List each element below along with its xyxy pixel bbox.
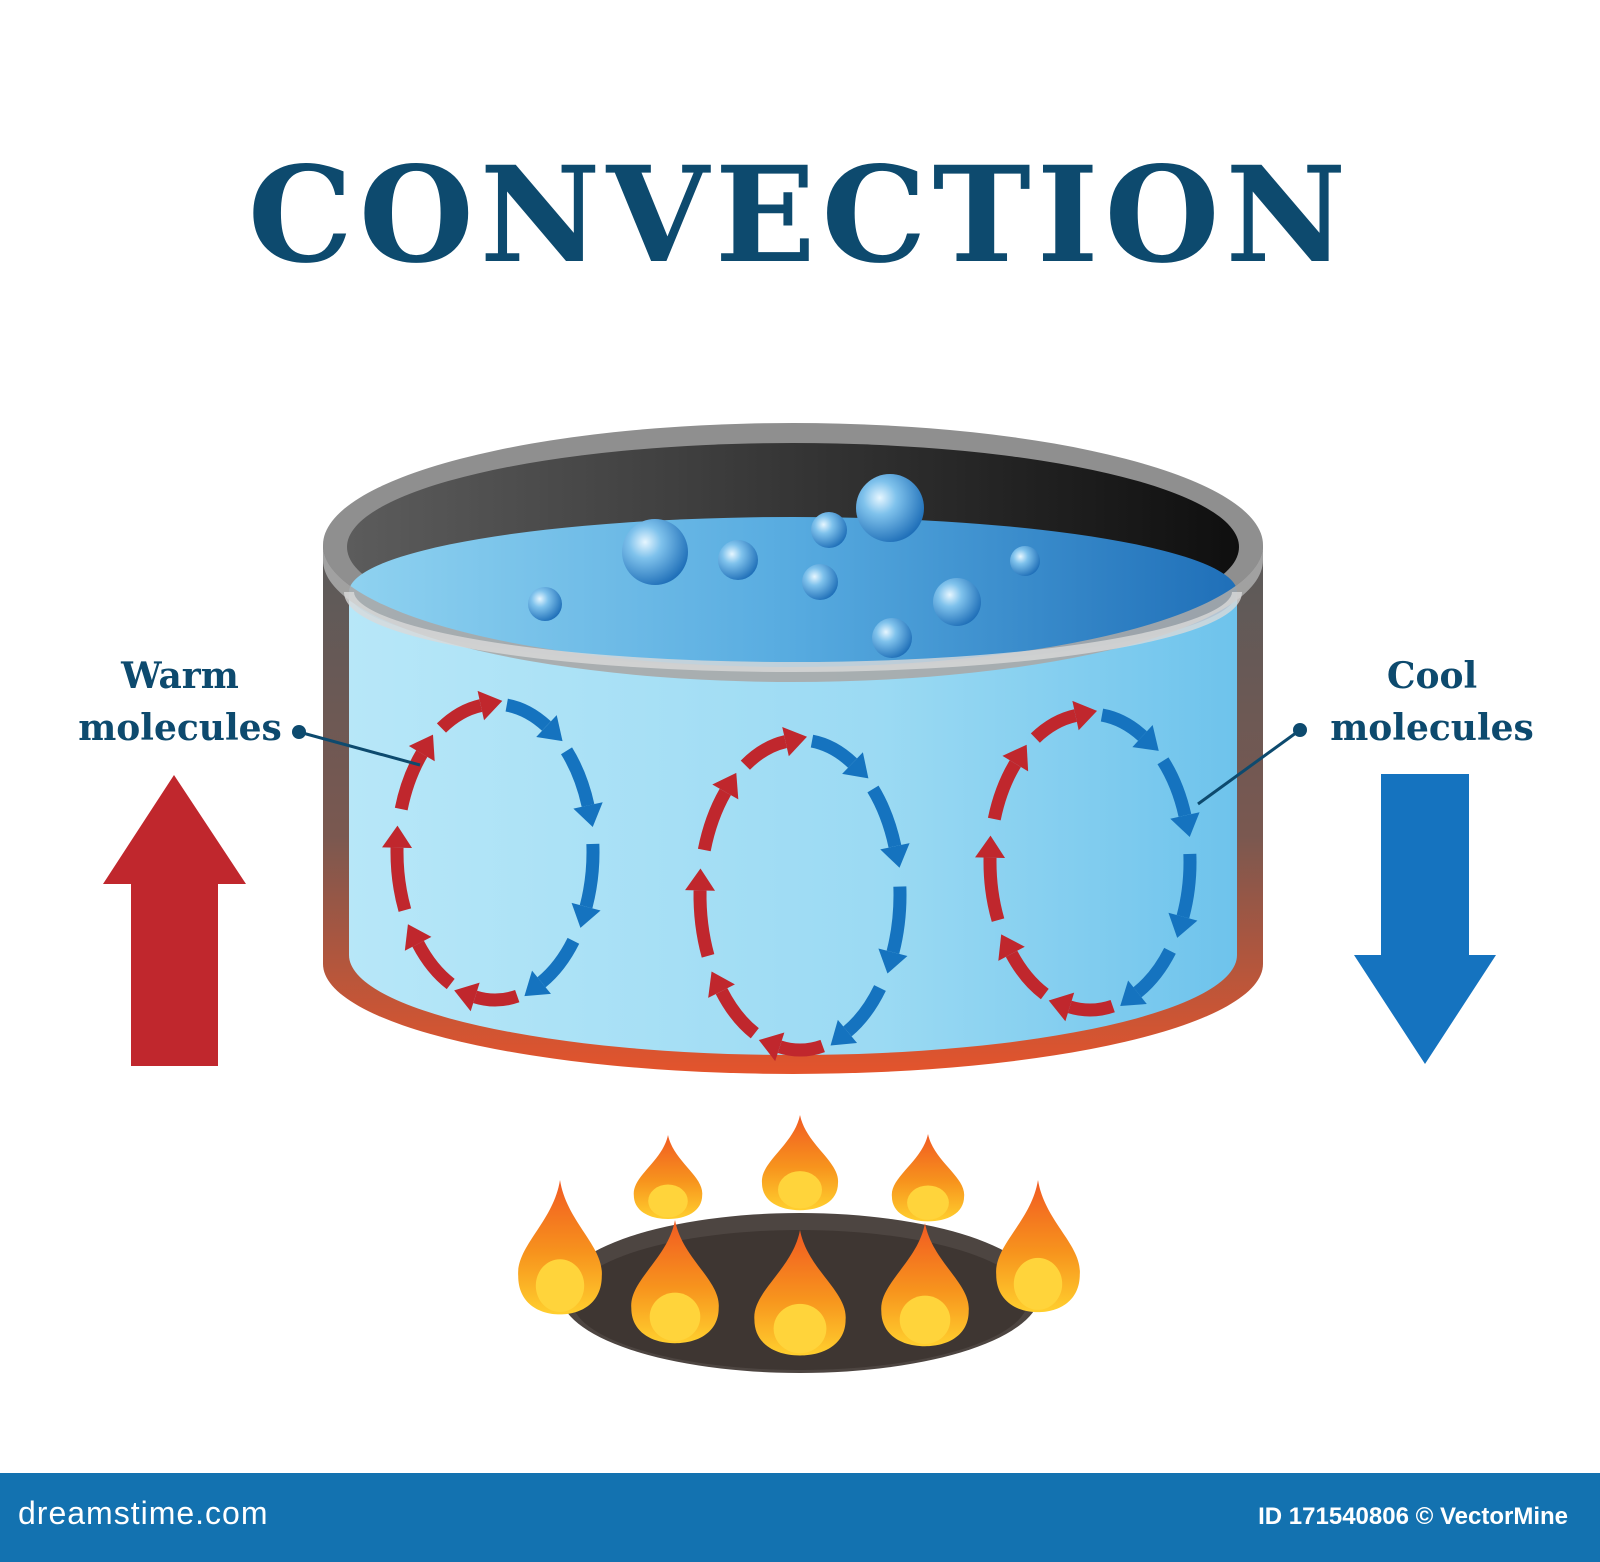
- bubble-icon: [1010, 546, 1040, 576]
- arrow-down-icon: [1354, 774, 1496, 1064]
- loop-segment: [777, 1039, 825, 1057]
- loop-segment: [412, 940, 455, 990]
- loop-arrowhead: [880, 843, 910, 868]
- footer-credit: ID 171540806 © VectorMine: [1258, 1503, 1568, 1530]
- loop-segment: [394, 750, 428, 811]
- warm-label-line1: Warm: [121, 655, 239, 697]
- loop-segment: [987, 760, 1021, 821]
- loop-arrowhead: [404, 924, 432, 951]
- loop-segment: [697, 788, 732, 852]
- loop-segment: [693, 890, 715, 958]
- loop-segment: [436, 699, 483, 733]
- pot: [323, 423, 1263, 1074]
- loop-arrowhead: [573, 802, 603, 827]
- bubble-icon: [811, 512, 847, 548]
- loop-arrowhead: [782, 726, 807, 757]
- flame-icon: [631, 1220, 719, 1344]
- loop-arrowhead: [524, 970, 551, 997]
- loop-arrowhead: [712, 772, 739, 800]
- loop-segment: [537, 937, 580, 988]
- loop-segment: [390, 847, 412, 912]
- footer-bar: dreamstime.com ID 171540806 © VectorMine: [0, 1473, 1600, 1562]
- loop-segment: [1005, 950, 1049, 1000]
- bubble-icon: [622, 519, 688, 585]
- footer-brand: dreamstime.com: [18, 1495, 269, 1531]
- bubble-icon: [933, 578, 981, 626]
- bubble-icon: [802, 564, 838, 600]
- flames: [518, 1115, 1080, 1356]
- loop-arrowhead: [1120, 980, 1147, 1006]
- loop-segment: [810, 734, 858, 768]
- warm-label-line2: molecules: [78, 707, 282, 750]
- loop-arrowhead: [1132, 724, 1159, 751]
- loop-arrowhead: [536, 715, 563, 742]
- loop-arrowhead: [830, 1019, 858, 1046]
- loop-arrowhead: [571, 902, 601, 928]
- loop-arrowhead: [878, 948, 908, 974]
- arrow-up-icon: [103, 775, 246, 1066]
- flame-icon: [881, 1223, 969, 1347]
- loop-arrowhead: [708, 971, 735, 998]
- loop-segment: [579, 843, 600, 909]
- bubble-icon: [528, 587, 562, 621]
- loop-segment: [715, 988, 759, 1039]
- convection-loop: [382, 690, 603, 1012]
- bubble-icon: [856, 474, 924, 542]
- flame-icon: [633, 1135, 703, 1219]
- loop-segment: [1157, 757, 1192, 817]
- loop-segment: [1030, 709, 1078, 743]
- loop-arrowhead: [685, 868, 716, 891]
- loop-segment: [1067, 999, 1115, 1017]
- water-side: [349, 592, 1237, 1055]
- warm-pointer-line: [298, 730, 421, 767]
- flame-icon: [891, 1134, 965, 1222]
- loop-arrowhead: [1002, 744, 1029, 772]
- loop-segment: [1176, 853, 1197, 919]
- loop-segment: [473, 989, 520, 1007]
- loop-segment: [505, 698, 551, 731]
- warm-molecules-label: Warm molecules: [60, 650, 300, 754]
- loop-arrowhead: [477, 690, 503, 721]
- loop-segment: [843, 985, 886, 1037]
- flame-icon: [518, 1180, 602, 1315]
- loop-arrowhead: [454, 982, 480, 1012]
- loop-arrowhead: [382, 825, 413, 848]
- loop-arrowhead: [1072, 700, 1098, 731]
- label-pointers: [292, 723, 1307, 806]
- loop-arrowhead: [1048, 992, 1075, 1022]
- loop-segment: [1133, 947, 1176, 998]
- bubble-icon: [872, 618, 912, 658]
- flame-icon: [754, 1230, 846, 1356]
- cool-label-line1: Cool: [1386, 655, 1478, 697]
- convection-loop: [685, 726, 910, 1062]
- convection-loops: [382, 690, 1200, 1062]
- cool-molecules-label: Cool molecules: [1312, 650, 1552, 754]
- convection-diagram: [103, 423, 1496, 1373]
- bubble-icon: [718, 540, 758, 580]
- loop-segment: [1100, 708, 1147, 741]
- loop-arrowhead: [975, 835, 1006, 858]
- loop-segment: [867, 785, 902, 848]
- loop-arrowhead: [1168, 912, 1198, 938]
- loop-arrowhead: [758, 1032, 785, 1062]
- loop-segment: [560, 747, 595, 807]
- flame-icon: [996, 1180, 1080, 1313]
- loop-arrowhead: [842, 752, 869, 779]
- loop-arrowhead: [998, 934, 1025, 961]
- loop-segment: [886, 886, 907, 954]
- flame-icon: [761, 1115, 839, 1211]
- convection-loop: [975, 700, 1200, 1022]
- bubbles: [528, 474, 1040, 658]
- diagram-title: CONVECTION: [247, 138, 1353, 293]
- loop-segment: [983, 857, 1005, 922]
- loop-arrowhead: [1170, 812, 1200, 837]
- loop-arrowhead: [408, 734, 435, 762]
- loop-segment: [740, 735, 788, 770]
- cool-pointer-line: [1197, 728, 1301, 806]
- cool-label-line2: molecules: [1330, 707, 1534, 750]
